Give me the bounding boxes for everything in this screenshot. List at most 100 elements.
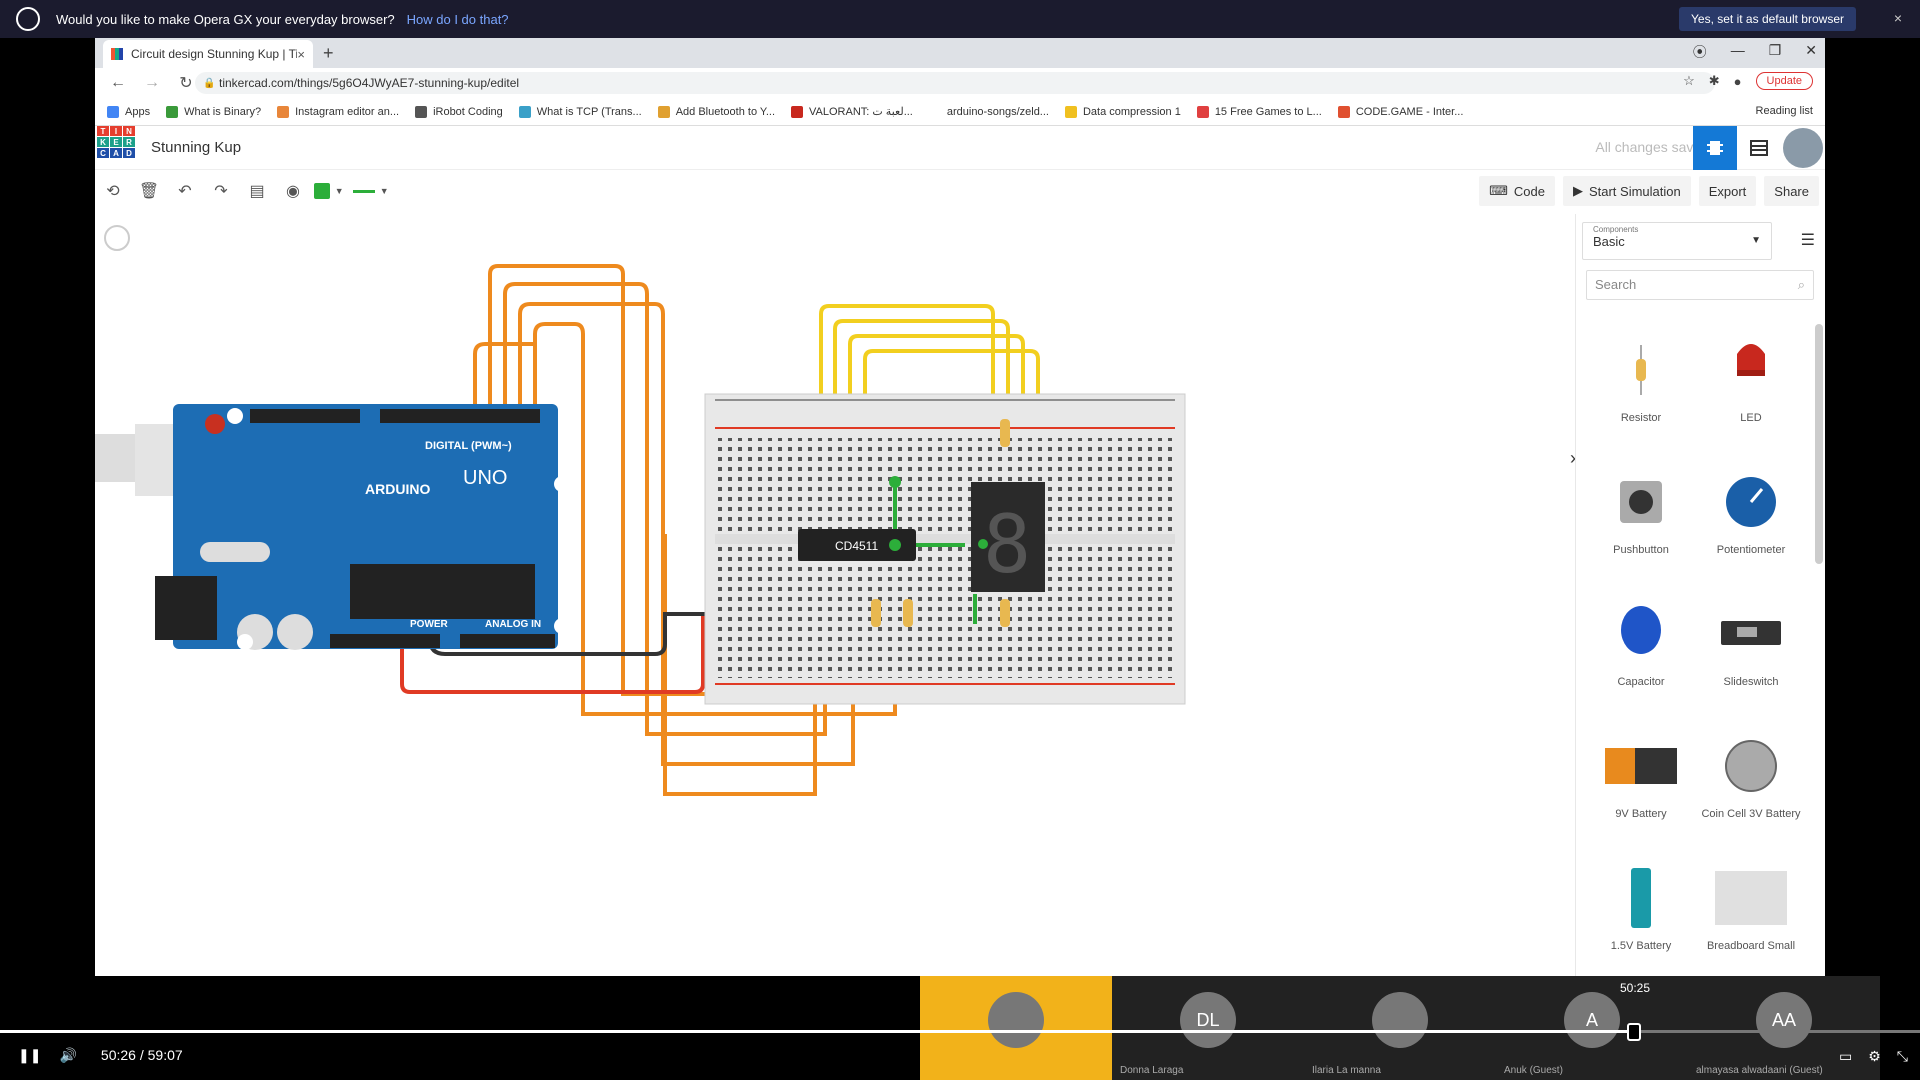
code-icon: ⌨: [1489, 183, 1508, 198]
update-button[interactable]: Update: [1755, 72, 1813, 90]
component-search-input[interactable]: Search ⌕: [1586, 270, 1814, 300]
avatar: AA: [1756, 992, 1812, 1048]
tab-close-icon[interactable]: ×: [297, 46, 305, 62]
progress-knob[interactable]: [1626, 1023, 1641, 1041]
circuit-drawing: ARDUINO UNO DIGITAL (PWM~) POWER ANALOG …: [95, 225, 1186, 796]
circuit-icon: [1707, 141, 1723, 155]
rotate-icon[interactable]: ⟲: [106, 183, 120, 200]
browser-window: Circuit design Stunning Kup | Tin × + ⦿ …: [95, 38, 1825, 976]
profile-icon[interactable]: ●: [1733, 73, 1742, 89]
wire-type-picker[interactable]: ▼: [347, 170, 395, 212]
bookmark-item[interactable]: What is TCP (Trans...: [518, 105, 642, 118]
fit-view-icon[interactable]: [104, 225, 130, 251]
bookmark-item[interactable]: Data compression 1: [1064, 105, 1181, 118]
video-progress-bar[interactable]: [0, 1023, 1920, 1041]
star-icon[interactable]: ☆: [1683, 73, 1695, 88]
bookmark-item[interactable]: Add Bluetooth to Y...: [657, 105, 775, 118]
component-icon: [1715, 334, 1787, 406]
pause-icon[interactable]: ❚❚: [18, 1046, 42, 1063]
component-resistor[interactable]: Resistor: [1586, 334, 1696, 442]
save-status: All changes saved: [1595, 139, 1709, 155]
component-9v-battery[interactable]: 9V Battery: [1586, 730, 1696, 838]
new-tab-icon[interactable]: +: [323, 43, 334, 63]
back-icon[interactable]: ←: [110, 74, 126, 91]
arduino-uno-board[interactable]: ARDUINO UNO DIGITAL (PWM~) POWER ANALOG …: [95, 404, 570, 650]
seven-segment-display[interactable]: 8: [971, 482, 1045, 592]
bookmark-item[interactable]: What is Binary?: [166, 105, 261, 118]
cd4511-chip[interactable]: CD4511: [798, 529, 916, 561]
schematic-view-button[interactable]: [1737, 126, 1781, 170]
component-1-5v-battery[interactable]: 1.5V Battery: [1586, 862, 1696, 970]
chip-label: CD4511: [835, 539, 878, 553]
share-button[interactable]: Share: [1764, 176, 1819, 206]
bookmark-favicon-icon: [518, 105, 531, 118]
component-potentiometer[interactable]: Potentiometer: [1696, 466, 1806, 574]
bookmark-favicon-icon: [1196, 105, 1209, 118]
breadboard[interactable]: [704, 393, 1186, 705]
tab-tinkercad[interactable]: Circuit design Stunning Kup | Tin ×: [103, 40, 313, 68]
set-default-button[interactable]: Yes, set it as default browser: [1679, 7, 1856, 31]
bookmark-item[interactable]: iRobot Coding: [415, 105, 503, 118]
opera-howto-link[interactable]: How do I do that?: [406, 11, 509, 27]
bookmark-item[interactable]: CODE.GAME - Inter...: [1337, 105, 1463, 118]
time-display: 50:26 / 59:07: [100, 1047, 183, 1063]
undo-icon[interactable]: ↶: [178, 183, 192, 200]
redo-icon[interactable]: ↷: [214, 183, 228, 200]
circuit-view-button[interactable]: [1693, 126, 1737, 170]
components-dropdown[interactable]: Components Basic ▼: [1582, 222, 1772, 260]
eye-icon[interactable]: ◉: [286, 183, 300, 200]
window-close-icon[interactable]: ✕: [1805, 42, 1817, 58]
component-pushbutton[interactable]: Pushbutton: [1586, 466, 1696, 574]
tab-strip: Circuit design Stunning Kup | Tin × + ⦿ …: [95, 38, 1825, 68]
minimize-icon[interactable]: —: [1730, 42, 1745, 58]
component-capacitor[interactable]: Capacitor: [1586, 598, 1696, 706]
reading-list-button[interactable]: Reading list: [1755, 105, 1813, 117]
participant-tile[interactable]: [920, 976, 1112, 1080]
component-slideswitch[interactable]: Slideswitch: [1696, 598, 1806, 706]
green-wires[interactable]: [893, 484, 977, 624]
export-button[interactable]: Export: [1698, 176, 1757, 206]
forward-icon[interactable]: →: [144, 74, 160, 91]
component-coin-cell-3v-battery[interactable]: Coin Cell 3V Battery: [1696, 730, 1806, 838]
component-breadboard-small[interactable]: Breadboard Small: [1696, 862, 1806, 970]
red-power-wire[interactable]: [400, 614, 705, 694]
component-led[interactable]: LED: [1696, 334, 1806, 442]
notes-icon[interactable]: ▤: [249, 183, 265, 200]
captions-icon[interactable]: ▭: [1839, 1048, 1853, 1064]
yellow-wires[interactable]: [819, 304, 1040, 464]
user-avatar[interactable]: [1783, 128, 1823, 168]
url-field[interactable]: 🔒 tinkercad.com/things/5g6O4JWyAE7-stunn…: [195, 72, 1715, 94]
component-icon: [1715, 466, 1787, 538]
panel-scrollbar[interactable]: [1815, 324, 1823, 564]
bookmarks-bar: Apps What is Binary? Instagram editor an..…: [95, 98, 1825, 126]
participant-tile[interactable]: Ilaria La manna: [1304, 976, 1496, 1080]
settings-icon[interactable]: ⚙: [1868, 1048, 1881, 1064]
resistors[interactable]: [871, 419, 1010, 627]
restore-icon[interactable]: ❐: [1768, 42, 1782, 58]
record-icon[interactable]: ⦿: [1692, 44, 1707, 60]
reload-icon[interactable]: ↻: [179, 75, 193, 92]
delete-icon[interactable]: 🗑: [138, 183, 160, 200]
bookmark-item[interactable]: Apps: [107, 105, 150, 118]
close-icon[interactable]: ×: [1893, 10, 1902, 26]
code-button[interactable]: ⌨Code: [1479, 176, 1555, 206]
fullscreen-icon[interactable]: ⤡: [1896, 1048, 1908, 1064]
extensions-icon[interactable]: ✱: [1708, 73, 1720, 88]
bookmark-item[interactable]: 15 Free Games to L...: [1196, 105, 1322, 118]
start-simulation-button[interactable]: ▶Start Simulation: [1562, 176, 1691, 206]
bookmark-item[interactable]: VALORANT: لعبة ت...: [791, 105, 913, 118]
design-title[interactable]: Stunning Kup: [151, 139, 242, 156]
color-picker[interactable]: ▼: [311, 170, 347, 212]
bookmark-item[interactable]: arduino-songs/zeld...: [928, 105, 1049, 118]
component-icon: [1605, 730, 1677, 802]
volume-icon[interactable]: 🔊: [59, 1046, 77, 1063]
collapse-panel-icon[interactable]: ›: [1570, 448, 1576, 468]
list-view-icon[interactable]: ☰: [1800, 232, 1815, 249]
bookmark-item[interactable]: Instagram editor an...: [277, 105, 399, 118]
circuit-canvas[interactable]: ARDUINO UNO DIGITAL (PWM~) POWER ANALOG …: [95, 214, 1575, 976]
